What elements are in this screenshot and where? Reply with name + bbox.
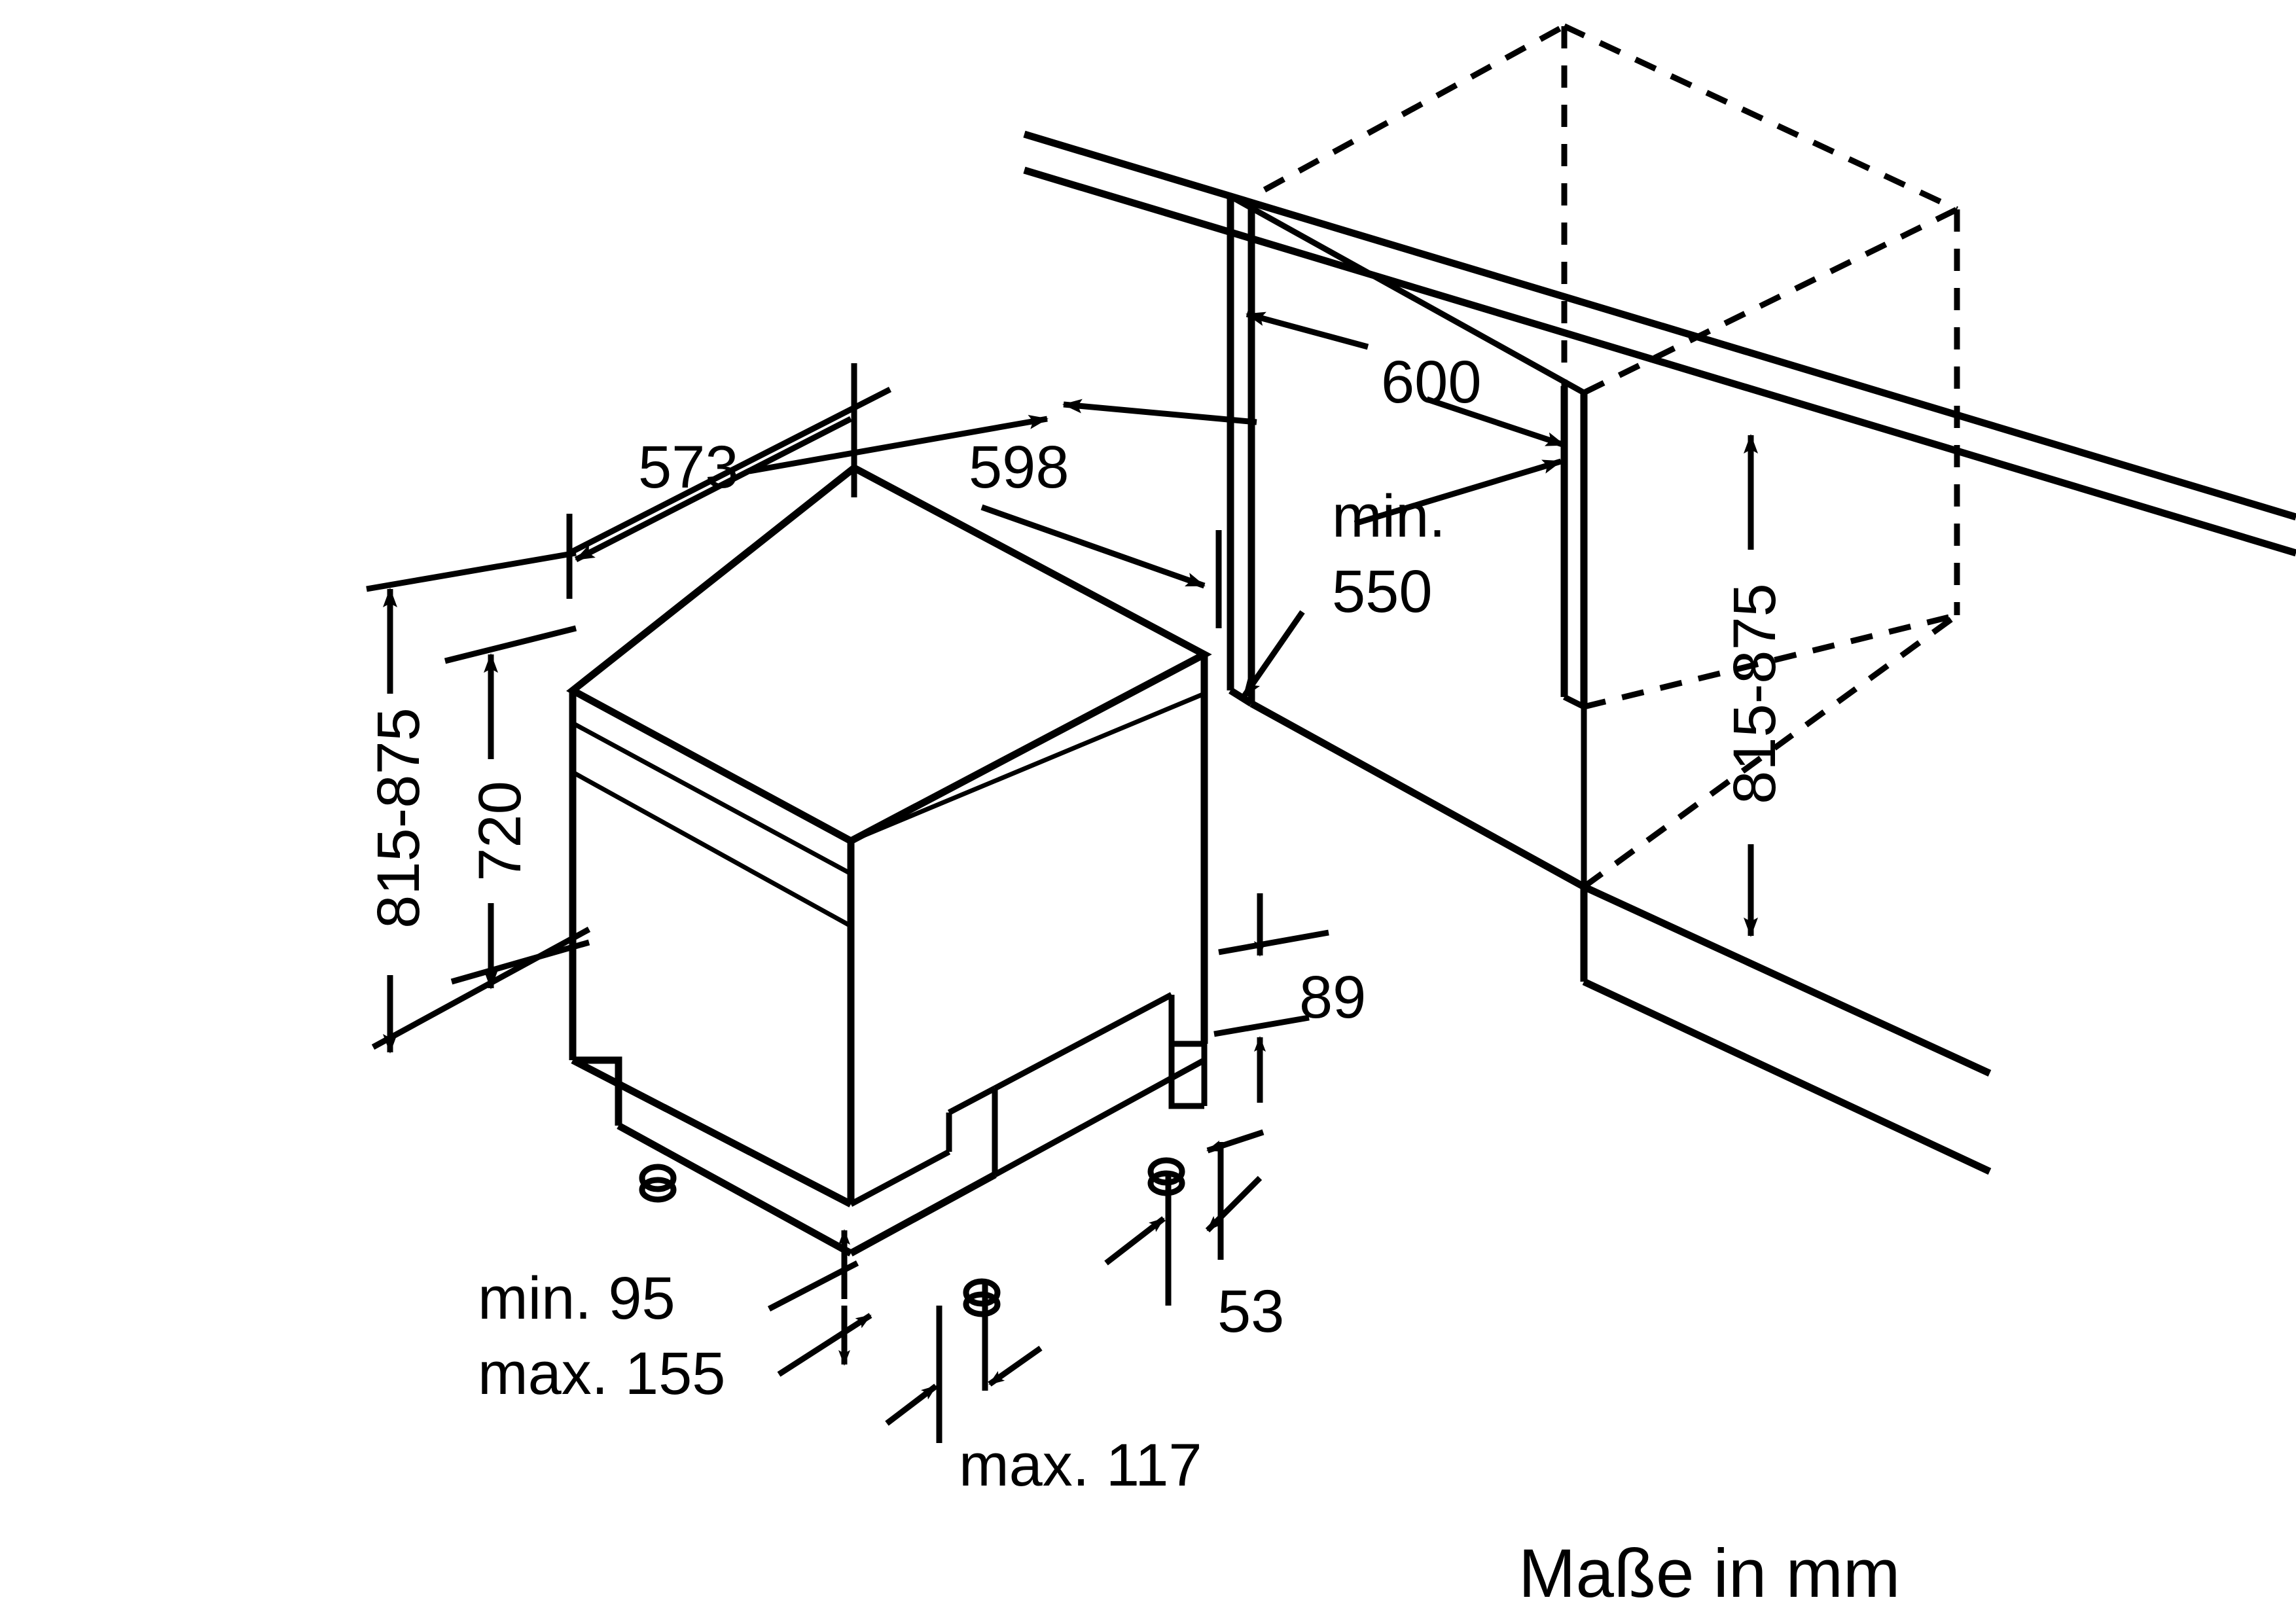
foot-front-base-icon <box>963 1291 1001 1317</box>
appliance-top-right-inner <box>850 691 1206 844</box>
worktop-rear-edge <box>1229 194 1586 395</box>
dimension-573 <box>566 386 1049 599</box>
appliance-left-plinth-notch <box>573 1056 622 1126</box>
dim-89-label: 89 <box>1299 964 1366 1031</box>
dim-53-arrow-in-left <box>1205 1175 1263 1233</box>
appliance-base-left-lower <box>617 1122 853 1257</box>
dim-573-extension-line <box>567 386 892 556</box>
dim-min-95-label: min. 95 <box>478 1265 675 1332</box>
appliance-right-bottom-slant <box>993 1058 1206 1177</box>
dim-117-arrow-right <box>988 1346 1043 1387</box>
appliance-base-step-right <box>849 1149 951 1207</box>
appliance-base-left-upper <box>571 1057 853 1207</box>
dim-720-ext-top <box>444 625 577 664</box>
hidden-cabinet-top-left <box>1263 24 1566 192</box>
appliance-base-step-top <box>947 1086 997 1115</box>
appliance-base-right-lower <box>849 1171 997 1257</box>
dim-815-875-left-label: 815-875 <box>365 707 432 929</box>
dimension-53 <box>1104 1142 1263 1306</box>
dim-720-ext-bottom <box>450 939 590 985</box>
worktop-slab <box>1023 130 2296 557</box>
dim-89-ext-top <box>1218 929 1329 955</box>
dim-598-arrow-right <box>980 504 1206 589</box>
dim-550-arrow-left-lower <box>1241 610 1305 699</box>
dim-155-leader <box>777 1313 872 1377</box>
dim-89-ext-bottom <box>1213 1014 1310 1037</box>
dim-573-arrow-right <box>749 415 1049 474</box>
dim-53-arrow-in-right <box>1104 1216 1166 1266</box>
dim-600-arrow-left <box>1246 311 1369 350</box>
niche-right-wall-bottom <box>1562 694 1586 710</box>
dim-600-label: 600 <box>1381 349 1482 416</box>
dim-815l-ext-bottom <box>371 927 591 1050</box>
hidden-cabinet-inner-floor <box>1583 612 1958 710</box>
hidden-cabinet-rear-top <box>1583 206 1958 396</box>
niche-base-slant-bottom <box>1582 978 1992 1175</box>
dimension-min95-max155 <box>767 1229 872 1377</box>
dim-550-arrow-right <box>1354 458 1562 527</box>
dim-720-label: 720 <box>467 781 533 882</box>
dim-573-label: 573 <box>638 434 739 501</box>
dim-min-550-label-line1: min. <box>1332 483 1446 550</box>
hidden-cabinet-top-right <box>1563 23 1958 213</box>
dim-max-117-label: max. 117 <box>959 1432 1202 1499</box>
niche-floor-left <box>1249 700 1586 890</box>
dimension-600 <box>1246 311 1566 448</box>
dim-117-arrow-left <box>885 1383 938 1426</box>
dim-53-label: 53 <box>1217 1278 1284 1345</box>
units-caption: Maße in mm <box>1518 1535 1900 1612</box>
appliance-top-edge-inner <box>571 721 852 876</box>
dimension-89 <box>1206 893 1329 1154</box>
niche-base-slant-top <box>1582 883 1992 1077</box>
dim-600-arrow-right <box>1426 396 1566 448</box>
niche-left-wall-bottom <box>1229 687 1253 707</box>
dim-min-550-label-line2: 550 <box>1332 558 1433 625</box>
dimension-max-117 <box>885 1283 1043 1443</box>
dimension-min-550 <box>1241 458 1562 699</box>
dimension-815-875-left <box>366 550 591 1054</box>
dimension-720 <box>444 625 590 990</box>
dim-815-875-right-label: 815-875 <box>1721 583 1788 804</box>
appliance-control-panel-line <box>571 770 852 929</box>
appliance-right-base-slant <box>993 992 1174 1091</box>
worktop-front-bottom-edge <box>1023 166 2296 557</box>
dim-max-155-label: max. 155 <box>478 1340 725 1407</box>
dimension-598 <box>851 363 1257 628</box>
hidden-cabinet-outline <box>1263 23 1960 889</box>
foot-left-base-icon <box>639 1177 677 1203</box>
dim-598-arrow-left <box>1062 399 1257 425</box>
dim-815l-ext-top <box>366 550 577 592</box>
dishwasher-body <box>566 463 1212 1317</box>
dim-598-label: 598 <box>969 434 1069 501</box>
foot-front-icon <box>963 1278 1001 1307</box>
appliance-top-face <box>566 463 1212 846</box>
dim-89-arrow-lower-left <box>1206 1129 1265 1154</box>
worktop-front-top-edge <box>1023 130 2296 521</box>
dim-573-arrow-left <box>574 416 853 563</box>
foot-left-icon <box>639 1164 677 1192</box>
